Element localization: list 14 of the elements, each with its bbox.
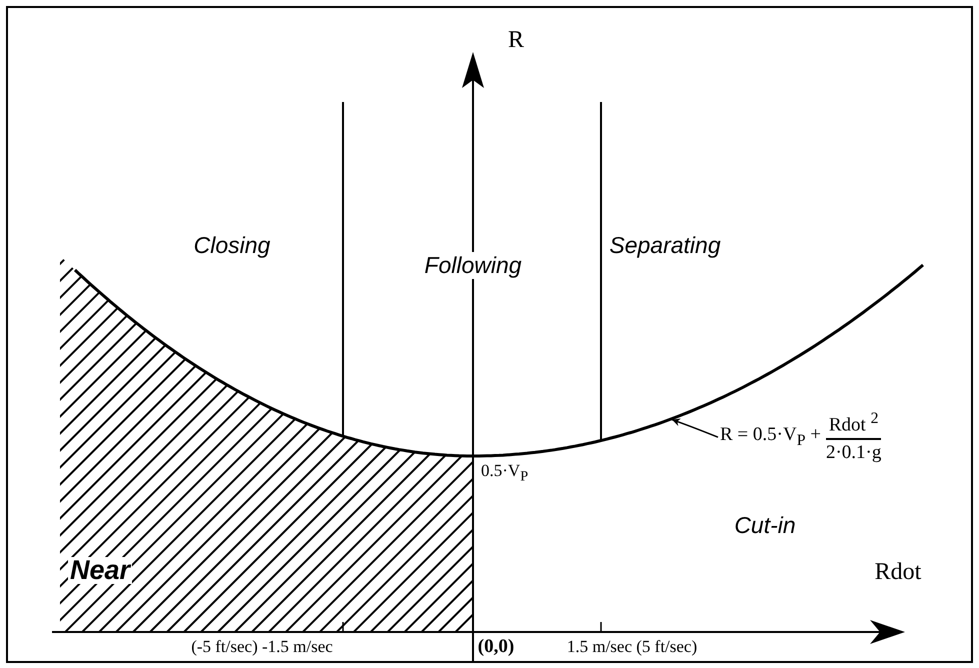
region-label: Cut-in	[734, 514, 796, 536]
region-label: Near	[68, 556, 132, 584]
origin-label: (0,0)	[478, 637, 514, 656]
formula-numerator: Rdot $^{2}$	[826, 408, 882, 440]
axis-label: R	[508, 28, 524, 52]
region-label: Separating	[609, 234, 721, 256]
formula-text: R = 0.5·V$_{P}$ +	[720, 425, 821, 449]
tick-label: (-5 ft/sec) -1.5 m/sec	[191, 638, 333, 655]
tick-label: 1.5 m/sec (5 ft/sec)	[566, 638, 698, 655]
leader-line	[672, 418, 718, 438]
axis-label: Rdot	[874, 560, 922, 584]
value-label: 0.5·V$_{P}$	[481, 462, 528, 484]
formula-denominator: 2·0.1·g	[824, 441, 882, 466]
region-label: Closing	[194, 234, 270, 256]
